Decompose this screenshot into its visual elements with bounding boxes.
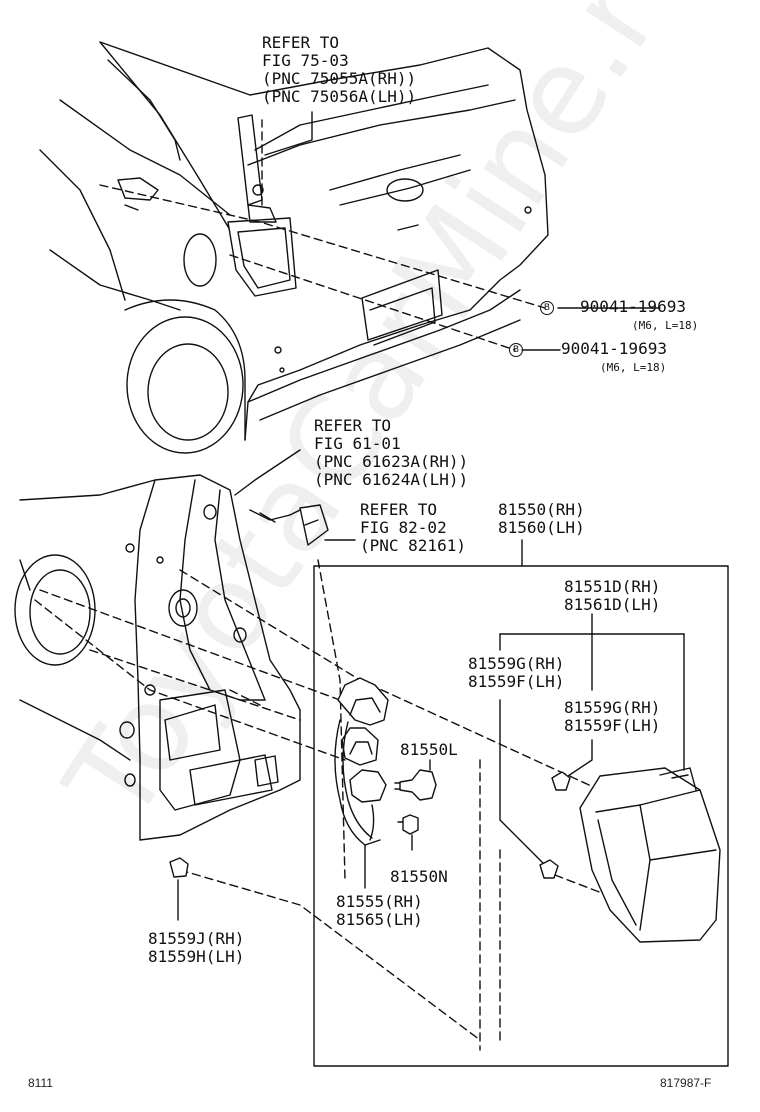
callout-clip: 81559J(RH) 81559H(LH) bbox=[148, 930, 244, 966]
callout-bolt-bottom: B 90041-19693 bbox=[509, 340, 667, 358]
retainer-a-lh: 81559F(LH) bbox=[468, 672, 565, 691]
callout-ref-6101: REFER TO FIG 61-01 (PNC 61623A(RH)) (PNC… bbox=[314, 417, 468, 489]
wire-harness-connector bbox=[249, 504, 329, 546]
retainer-a-rh: 81559G(RH) bbox=[468, 654, 565, 673]
footer-left: 8111 bbox=[28, 1076, 53, 1090]
ref-6101-line2: FIG 61-01 bbox=[314, 434, 401, 453]
ref-6101-line3: (PNC 61623A(RH)) bbox=[314, 452, 469, 471]
callout-lens-body: 81551D(RH) 81561D(LH) bbox=[564, 578, 660, 614]
ref-7503-line1: REFER TO bbox=[262, 33, 340, 52]
lamp-assy-lh: 81560(LH) bbox=[498, 518, 585, 537]
bracket-lines bbox=[499, 613, 685, 866]
label-leaders bbox=[234, 449, 431, 889]
ref-8202-line2: FIG 82-02 bbox=[360, 518, 447, 537]
clips bbox=[169, 771, 571, 921]
retainer-b-rh: 81559G(RH) bbox=[564, 698, 661, 717]
socket-lh: 81565(LH) bbox=[336, 910, 423, 929]
assembly-box bbox=[313, 565, 729, 1067]
ref-8202-line1: REFER TO bbox=[360, 500, 438, 519]
ref-6101-line4: (PNC 61624A(LH)) bbox=[314, 470, 469, 489]
callout-socket: 81555(RH) 81565(LH) bbox=[336, 893, 423, 929]
bolt-marker-icon: B bbox=[540, 300, 554, 315]
clip-rh: 81559J(RH) bbox=[148, 929, 245, 948]
footer-right: 817987-F bbox=[660, 1076, 712, 1090]
socket-rh: 81555(RH) bbox=[336, 892, 423, 911]
callout-lamp-assy: 81550(RH) 81560(LH) bbox=[498, 501, 585, 537]
lens-body-rh: 81551D(RH) bbox=[564, 577, 661, 596]
socket-wire-assembly bbox=[334, 677, 389, 846]
bolt-bottom-part: 90041-19693 bbox=[561, 339, 667, 358]
callout-retainer-b: 81559G(RH) 81559F(LH) bbox=[564, 699, 660, 735]
quarter-panel-inner bbox=[14, 474, 301, 841]
bulbs bbox=[394, 769, 437, 835]
callout-bolt-top: B 90041-19693 bbox=[540, 298, 686, 316]
callout-bulb-n: 81550N bbox=[390, 867, 448, 886]
retainer-b-lh: 81559F(LH) bbox=[564, 716, 661, 735]
ref-7503-line2: FIG 75-03 bbox=[262, 51, 349, 70]
bolt-marker-icon: B bbox=[509, 342, 523, 357]
leader-lines-top bbox=[99, 111, 661, 351]
callout-retainer-a: 81559G(RH) 81559F(LH) bbox=[468, 655, 564, 691]
ref-7503-line4: (PNC 75056A(LH)) bbox=[262, 87, 417, 106]
lens-body-lh: 81561D(LH) bbox=[564, 595, 661, 614]
callout-ref-7503: REFER TO FIG 75-03 (PNC 75055A(RH)) (PNC… bbox=[262, 34, 416, 106]
vehicle-body bbox=[39, 41, 549, 454]
callout-ref-8202: REFER TO FIG 82-02 (PNC 82161) bbox=[360, 501, 466, 555]
lamp-assy-rh: 81550(RH) bbox=[498, 500, 585, 519]
bolt-top-spec: (M6, L=18) bbox=[632, 319, 699, 332]
ref-8202-line3: (PNC 82161) bbox=[360, 536, 466, 555]
ref-7503-line3: (PNC 75055A(RH)) bbox=[262, 69, 417, 88]
clip-lh: 81559H(LH) bbox=[148, 947, 245, 966]
bolt-bottom-spec: (M6, L=18) bbox=[600, 361, 667, 374]
callout-bulb-l: 81550L bbox=[400, 740, 458, 759]
tail-lamp-lens bbox=[579, 767, 721, 943]
bolt-top-part: 90041-19693 bbox=[580, 297, 686, 316]
ref-6101-line1: REFER TO bbox=[314, 416, 392, 435]
